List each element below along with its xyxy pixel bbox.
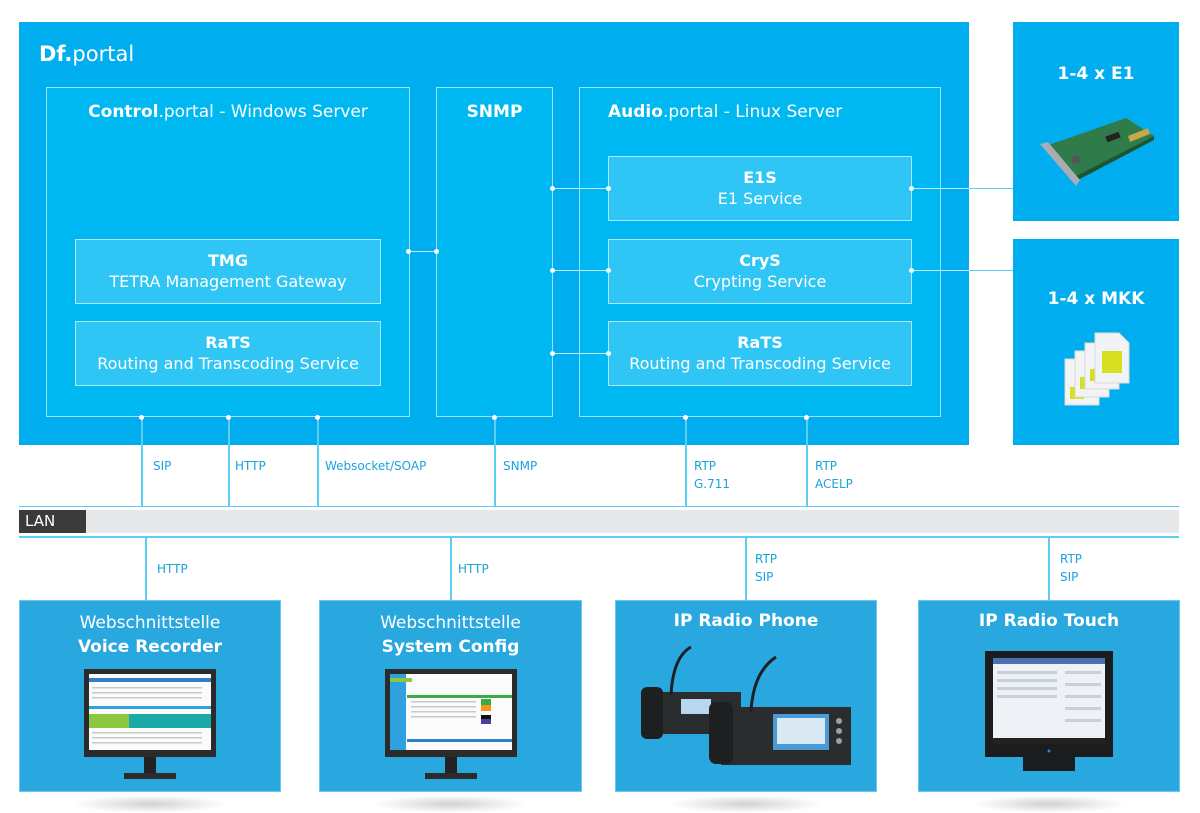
df-portal-title: Df.portal bbox=[39, 42, 135, 66]
snmp-rats-connector bbox=[552, 353, 609, 354]
connector-dot bbox=[315, 415, 320, 420]
device-title: Voice Recorder bbox=[77, 637, 223, 657]
rtp-acelp-link-line bbox=[806, 417, 808, 507]
connector-dot bbox=[606, 186, 611, 191]
device-system-config: Webschnittstelle System Config bbox=[319, 600, 582, 813]
lower-link-label: HTTP bbox=[157, 562, 188, 576]
service-desc: Crypting Service bbox=[693, 272, 827, 291]
snmp-box bbox=[436, 87, 553, 417]
upper-link-label: Websocket/SOAP bbox=[325, 459, 427, 473]
rats-service-audio: RaTS Routing and Transcoding Service bbox=[608, 321, 912, 386]
connector-dot bbox=[909, 268, 914, 273]
lan-bottom-line bbox=[19, 536, 1179, 538]
device-subtitle: Webschnittstelle bbox=[380, 613, 521, 633]
touch-panel-icon bbox=[985, 651, 1113, 771]
radio-touch-link-line bbox=[1048, 537, 1050, 600]
service-desc: Routing and Transcoding Service bbox=[97, 354, 359, 373]
device-title: System Config bbox=[381, 637, 520, 657]
e1-card-box: 1-4 x E1 bbox=[1013, 22, 1179, 221]
upper-link-label: HTTP bbox=[235, 459, 266, 473]
crys-mkk-connector bbox=[912, 270, 1013, 271]
http-link-line bbox=[228, 417, 230, 507]
connector-dot bbox=[804, 415, 809, 420]
snmp-crys-connector bbox=[552, 270, 609, 271]
connector-dot bbox=[606, 351, 611, 356]
service-name: CryS bbox=[739, 251, 781, 270]
e1-connector-outside bbox=[969, 188, 1013, 189]
device-title: IP Radio Touch bbox=[978, 611, 1120, 631]
lan-top-line bbox=[19, 506, 1179, 507]
desk-phone-icon bbox=[641, 645, 851, 765]
device-subtitle: Webschnittstelle bbox=[79, 613, 221, 633]
connector-dot bbox=[909, 186, 914, 191]
connector-dot bbox=[550, 186, 555, 191]
lan-bar bbox=[19, 510, 1179, 533]
connector-dot bbox=[683, 415, 688, 420]
audio-portal-title: Audio.portal - Linux Server bbox=[608, 102, 843, 122]
connector-dot bbox=[226, 415, 231, 420]
service-desc: E1 Service bbox=[717, 189, 803, 208]
service-name: RaTS bbox=[205, 333, 251, 352]
device-ip-radio-touch: IP Radio Touch bbox=[918, 600, 1180, 813]
upper-link-label: SIP bbox=[153, 459, 172, 473]
rtp-g711-link-line bbox=[685, 417, 687, 507]
service-desc: Routing and Transcoding Service bbox=[629, 354, 891, 373]
voice-recorder-link-line bbox=[145, 537, 147, 600]
sim-cards-icon bbox=[1064, 332, 1130, 406]
websocket-link-line bbox=[317, 417, 319, 507]
connector-dot bbox=[606, 268, 611, 273]
connector-dot bbox=[550, 351, 555, 356]
control-portal-title: Control.portal - Windows Server bbox=[88, 102, 368, 122]
e1s-e1-connector bbox=[912, 188, 1013, 189]
rats-service-control: RaTS Routing and Transcoding Service bbox=[75, 321, 381, 386]
lower-link-label: HTTP bbox=[458, 562, 489, 576]
e1-title: 1-4 x E1 bbox=[1057, 64, 1135, 84]
connector-dot bbox=[139, 415, 144, 420]
service-name: RaTS bbox=[737, 333, 783, 352]
mkk-connector-outside bbox=[969, 270, 1013, 271]
device-title: IP Radio Phone bbox=[673, 611, 819, 631]
connector-dot bbox=[434, 249, 439, 254]
service-name: E1S bbox=[743, 168, 777, 187]
connector-dot bbox=[492, 415, 497, 420]
monitor-icon bbox=[84, 669, 216, 779]
tmg-service: TMG TETRA Management Gateway bbox=[75, 239, 381, 304]
e1s-service: E1S E1 Service bbox=[608, 156, 912, 221]
service-name: TMG bbox=[208, 251, 248, 270]
upper-link-label: SNMP bbox=[503, 459, 538, 473]
mkk-box: 1-4 x MKK bbox=[1013, 239, 1179, 445]
pci-card-icon bbox=[1040, 118, 1154, 186]
control-snmp-connector bbox=[409, 251, 436, 252]
monitor-icon bbox=[384, 669, 517, 779]
snmp-title: SNMP bbox=[466, 102, 523, 122]
service-desc: TETRA Management Gateway bbox=[109, 272, 347, 291]
sip-link-line bbox=[141, 417, 143, 507]
crys-service: CryS Crypting Service bbox=[608, 239, 912, 304]
snmp-e1s-connector bbox=[552, 188, 609, 189]
system-config-link-line bbox=[450, 537, 452, 600]
connector-dot bbox=[406, 249, 411, 254]
connector-dot bbox=[550, 268, 555, 273]
lan-label: LAN bbox=[19, 510, 86, 533]
device-ip-radio-phone: IP Radio Phone bbox=[615, 600, 877, 813]
snmp-link-line bbox=[494, 417, 496, 507]
radio-phone-link-line bbox=[745, 537, 747, 600]
mkk-title: 1-4 x MKK bbox=[1047, 289, 1145, 309]
device-voice-recorder: Webschnittstelle Voice Recorder bbox=[19, 600, 281, 813]
